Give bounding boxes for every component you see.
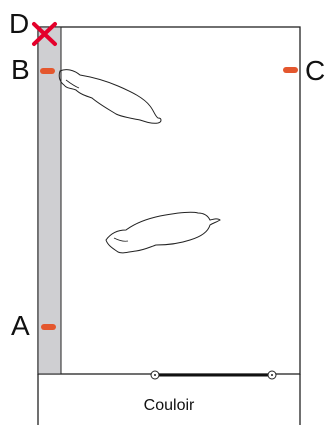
animal-detail-lower (113, 237, 129, 242)
hinge-icon (267, 370, 277, 380)
hinge-icon (150, 370, 160, 380)
label-d: D (9, 8, 30, 39)
marker-c (283, 67, 298, 73)
marker-a (41, 324, 56, 330)
label-b: B (11, 54, 30, 85)
label-a: A (11, 310, 30, 341)
label-c: C (305, 55, 326, 86)
corridor-label: Couloir (143, 397, 195, 414)
cross-icon (32, 22, 57, 46)
animal-outline-lower (105, 211, 221, 254)
room-outline (37, 26, 301, 375)
animal-detail-upper (65, 79, 80, 89)
marker-b (40, 68, 55, 74)
animal-outline-upper (58, 69, 162, 124)
side-strip (37, 26, 62, 375)
